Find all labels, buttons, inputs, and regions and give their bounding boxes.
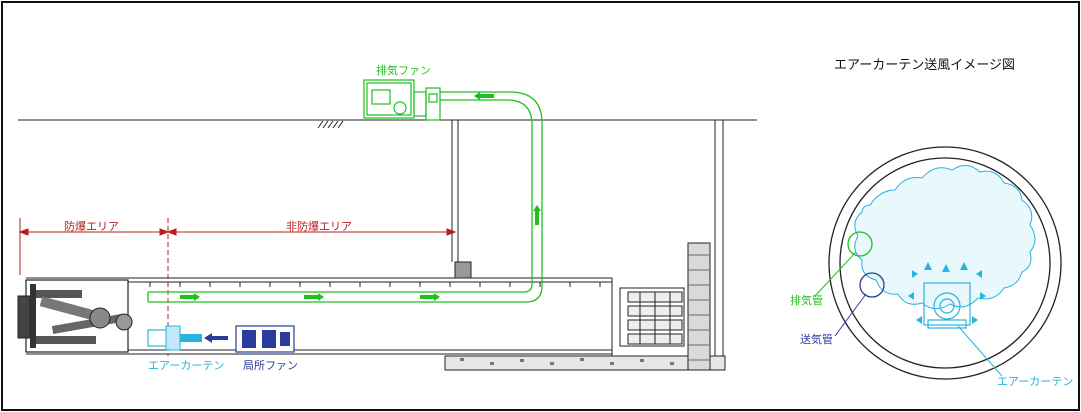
air-curtain-leader [957,325,1003,377]
air-curtain-label-right: エアーカーテン [997,375,1074,388]
air-curtain-cloud [854,165,1036,310]
launch-shaft [714,120,724,370]
exhaust-pipe-leader [814,251,857,297]
shield-machine [17,279,133,353]
exhaust-pipe-circle [847,231,873,257]
supply-pipe-leader [834,293,867,337]
diagram-title: エアーカーテン送風イメージ図 [834,58,1015,73]
shaft-wall-hatch [688,254,710,361]
explosion-proof-area-label: 防爆エリア [64,220,119,233]
supply-pipe-label: 送気管 [800,333,833,346]
exhaust-pipe-label: 排気管 [790,294,823,307]
shaft-base-block [454,261,472,279]
shaft-right-wall [687,242,711,371]
non-explosion-proof-area-label: 非防爆エリア [286,220,352,233]
thrust-reaction-frame [619,287,685,347]
tunnel-ring-ticks [149,282,601,287]
exhaust-fan-label: 排気ファン [376,64,431,77]
air-curtain-blow-arrows [908,262,986,324]
shaft-floor [444,355,726,371]
surface-hatch [317,120,344,129]
exhaust-fan-unit [363,79,441,121]
exhaust-flow-arrows [180,92,541,301]
exhaust-shaft [451,120,459,262]
air-curtain-device-right [923,282,971,329]
local-fan-label: 局所ファン [243,359,298,372]
shaft-floor-hatch [460,358,674,365]
local-fan-device [204,325,295,353]
air-curtain-device-left [147,325,202,351]
exhaust-duct [147,91,543,303]
supply-pipe-circle [859,272,885,298]
tunnel-cross-section [828,146,1062,380]
air-curtain-label-left: エアーカーテン [148,359,225,372]
